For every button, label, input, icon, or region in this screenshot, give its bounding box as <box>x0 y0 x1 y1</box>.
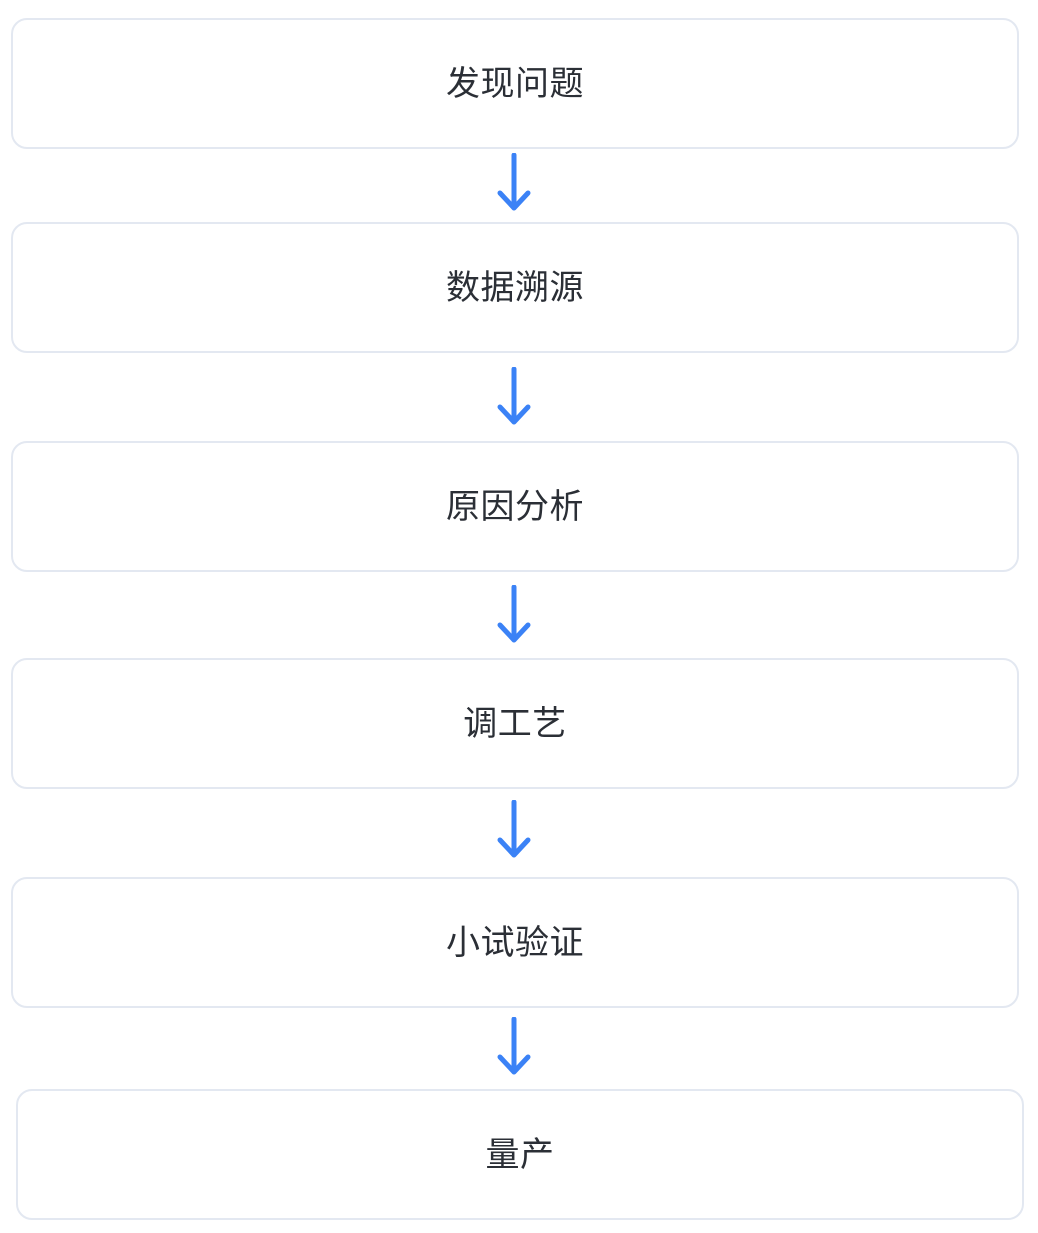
step-discover-problem: 发现问题 <box>11 18 1019 149</box>
arrow-down-icon <box>494 153 534 213</box>
arrow-down-icon <box>494 1017 534 1077</box>
arrow-down-icon <box>494 800 534 860</box>
arrow-down-icon <box>494 367 534 427</box>
step-label: 小试验证 <box>446 922 584 963</box>
step-adjust-process: 调工艺 <box>11 658 1019 789</box>
step-mass-production: 量产 <box>16 1089 1024 1220</box>
step-label: 数据溯源 <box>446 267 584 308</box>
step-data-tracing: 数据溯源 <box>11 222 1019 353</box>
step-pilot-verification: 小试验证 <box>11 877 1019 1008</box>
step-label: 量产 <box>485 1134 555 1175</box>
step-label: 原因分析 <box>446 486 584 527</box>
step-label: 调工艺 <box>463 703 567 744</box>
step-cause-analysis: 原因分析 <box>11 441 1019 572</box>
arrow-down-icon <box>494 585 534 645</box>
step-label: 发现问题 <box>446 63 584 104</box>
